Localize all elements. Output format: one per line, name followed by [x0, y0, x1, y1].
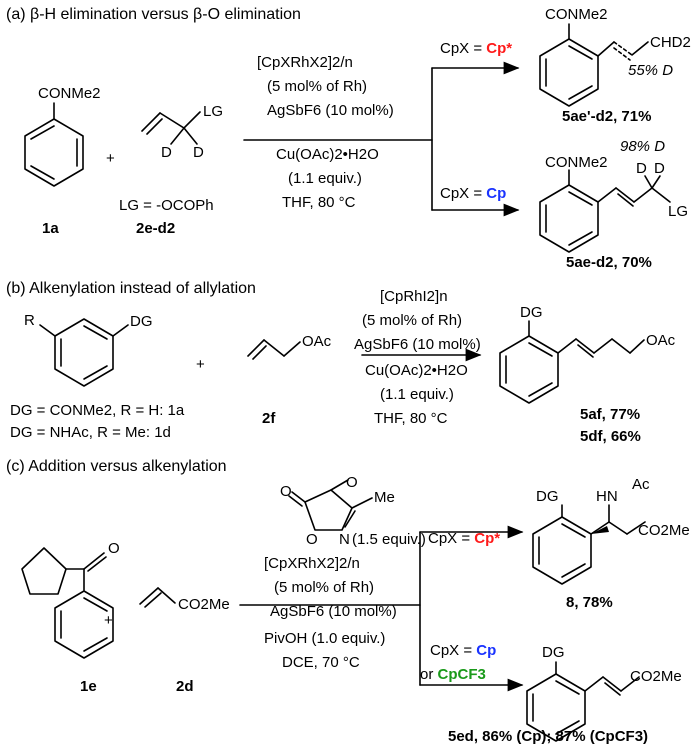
- 8-dg: DG: [536, 488, 559, 505]
- label-2d: 2d: [176, 678, 194, 695]
- structure-5ed: [526, 661, 640, 742]
- lg-definition: LG = -OCOPh: [119, 197, 214, 214]
- section-a-title: (a) β-H elimination versus β-O eliminati…: [6, 6, 301, 23]
- 2f-oac: OAc: [302, 333, 332, 350]
- 5ae-lg: LG: [668, 203, 689, 220]
- 5ae-prime-substituent: CONMe2: [545, 6, 608, 23]
- 5ae-d1: D: [636, 160, 647, 177]
- c-cpx-bottom: CpX = Cp: [430, 642, 497, 659]
- label-5ae: 5ae-d2, 70%: [566, 254, 652, 271]
- structure-2e: [141, 111, 201, 145]
- 2e-d2: D: [193, 144, 204, 161]
- c-cond-acid: PivOH (1.0 equiv.): [264, 630, 386, 647]
- b-cond-loading: (5 mol% of Rh): [362, 312, 463, 329]
- structure-oxadiazolone: [288, 479, 373, 531]
- structure-1e: [21, 547, 114, 659]
- 8-co2me: CO2Me: [638, 522, 690, 539]
- reagent-equiv: (1.5 equiv.): [352, 531, 426, 548]
- c-cpx-top: CpX = Cp*: [428, 530, 501, 547]
- wedge-bond-8: [591, 526, 609, 534]
- section-c-title: (c) Addition versus alkenylation: [6, 458, 227, 475]
- label-1e: 1e: [80, 678, 97, 695]
- c-cpx-alt: or CpCF3: [420, 666, 486, 683]
- a-cond-equiv: (1.1 equiv.): [288, 170, 362, 187]
- reagent-ring-o: O: [346, 474, 358, 491]
- 1e-carbonyl-o: O: [108, 540, 120, 557]
- 8-hn: HN: [596, 488, 618, 505]
- 5ed-co2me: CO2Me: [630, 668, 682, 685]
- reagent-n: N: [339, 531, 350, 548]
- b-definition-1: DG = CONMe2, R = H: 1a: [10, 402, 185, 419]
- reagent-carbonyl-o: O: [280, 483, 292, 500]
- b-definition-2: DG = NHAc, R = Me: 1d: [10, 424, 171, 441]
- 5af-oac: OAc: [646, 332, 676, 349]
- structure-1a-ring: [24, 102, 84, 187]
- structure-2f: [247, 339, 301, 360]
- 5ae-deuterium: 98% D: [620, 138, 666, 155]
- 5ae-prime-deuterium: 55% D: [628, 62, 674, 79]
- structure-5af: [499, 320, 645, 404]
- b-cond-catalyst: [CpRhI2]n: [380, 288, 448, 305]
- reagent-me: Me: [374, 489, 395, 506]
- a-cond-solvent: THF, 80 °C: [282, 194, 356, 211]
- c-cond-silver: AgSbF6 (10 mol%): [270, 603, 397, 620]
- section-b-title: (b) Alkenylation instead of allylation: [6, 280, 256, 297]
- label-2f: 2f: [262, 410, 276, 427]
- a-cond-silver: AgSbF6 (10 mol%): [267, 102, 394, 119]
- a-cond-catalyst: [CpXRhX2]2/n: [257, 54, 353, 71]
- b-cond-solvent: THF, 80 °C: [374, 410, 448, 427]
- 2e-d1: D: [161, 144, 172, 161]
- 8-ac: Ac: [632, 476, 650, 493]
- structure-2d: [139, 587, 176, 608]
- plus-c: +: [104, 612, 113, 629]
- plus-a: +: [106, 150, 115, 167]
- label-2e: 2e-d2: [136, 220, 176, 237]
- 5ed-dg: DG: [542, 644, 565, 661]
- label-5af: 5af, 77%: [580, 406, 641, 423]
- a-cond-copper: Cu(OAc)2•H2O: [276, 146, 379, 163]
- label-8: 8, 78%: [566, 594, 613, 611]
- a-cpx-bottom: CpX = Cp: [440, 185, 507, 202]
- 5ae-d2: D: [654, 160, 665, 177]
- structure-5ae-prime: [539, 23, 649, 107]
- reagent-o-n: O: [306, 531, 318, 548]
- c-cond-loading: (5 mol% of Rh): [274, 579, 375, 596]
- b-cond-copper: Cu(OAc)2•H2O: [365, 362, 468, 379]
- 5ae-prime-chd2: CHD2: [650, 34, 691, 51]
- 2e-lg: LG: [203, 103, 224, 120]
- b-dg-group: DG: [130, 313, 153, 330]
- b-cond-silver: AgSbF6 (10 mol%): [354, 336, 481, 353]
- c-cond-solvent: DCE, 70 °C: [282, 654, 360, 671]
- label-1a: 1a: [42, 220, 59, 237]
- 5ae-substituent: CONMe2: [545, 154, 608, 171]
- label-5df: 5df, 66%: [580, 428, 641, 445]
- a-cond-loading: (5 mol% of Rh): [267, 78, 368, 95]
- structure-arene-b: [39, 318, 129, 387]
- c-cond-catalyst: [CpXRhX2]2/n: [264, 555, 360, 572]
- structure-8: [532, 504, 646, 585]
- 1a-substituent: CONMe2: [38, 85, 101, 102]
- label-5ae-prime: 5ae'-d2, 71%: [562, 108, 652, 125]
- plus-b: +: [196, 356, 205, 373]
- structure-5ae: [539, 169, 671, 253]
- b-r-group: R: [24, 312, 35, 329]
- 2d-co2me: CO2Me: [178, 596, 230, 613]
- 5af-dg: DG: [520, 304, 543, 321]
- a-cpx-top: CpX = Cp*: [440, 40, 513, 57]
- label-5ed: 5ed, 86% (Cp); 87% (CpCF3): [448, 728, 649, 745]
- b-cond-equiv: (1.1 equiv.): [380, 386, 454, 403]
